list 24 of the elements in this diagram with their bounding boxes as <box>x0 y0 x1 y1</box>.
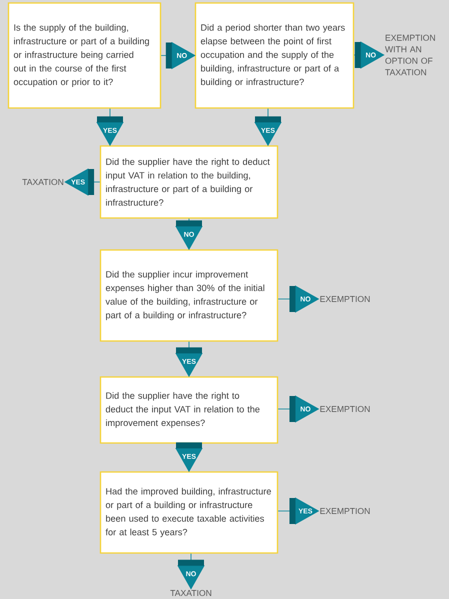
arrow <box>175 218 202 250</box>
arrow <box>354 41 384 68</box>
outcome-text: EXEMPTION WITH AN OPTION OF TAXATION <box>385 34 435 76</box>
outcome-text: EXEMPTION <box>320 296 370 302</box>
question-box: Did the supplier have the right to deduct the input VAT in relation to the improvement expenses? <box>100 376 278 444</box>
question-box: Did a period shorter than two years elapse between the point of first occupation and the supply of the building, infrastructure or part of a building or infrastructure? <box>194 2 354 109</box>
arrow <box>278 285 319 312</box>
outcome-text: EXEMPTION <box>320 508 370 514</box>
arrow <box>254 108 282 146</box>
arrow <box>175 442 202 472</box>
arrow <box>177 553 204 590</box>
question-box: Is the supply of the building, infrastructure or part of a building or infrastructure being carried out in the course of the first occupation or prior to it? <box>8 2 162 109</box>
arrow <box>96 108 124 146</box>
question-box: Did the supplier have the right to deduct input VAT in relation to the building, infrastructure or part of a building or infrastructure? <box>100 145 278 219</box>
question-box: Had the improved building, infrastructure or part of a building or infrastructure been used to execute taxable activities for at least 5 years? <box>100 471 278 554</box>
outcome-text: TAXATION <box>170 590 212 596</box>
arrow <box>64 168 100 196</box>
outcome-text: EXEMPTION <box>320 406 370 412</box>
question-box: Did the supplier incur improvement expenses higher than 30% of the initial value of the building, infrastructure or part of a building or infrastructure? <box>100 249 278 342</box>
arrow <box>160 42 196 69</box>
arrow <box>278 395 319 422</box>
arrow <box>278 497 319 524</box>
outcome-text: TAXATION <box>22 178 64 186</box>
arrow <box>175 341 202 377</box>
